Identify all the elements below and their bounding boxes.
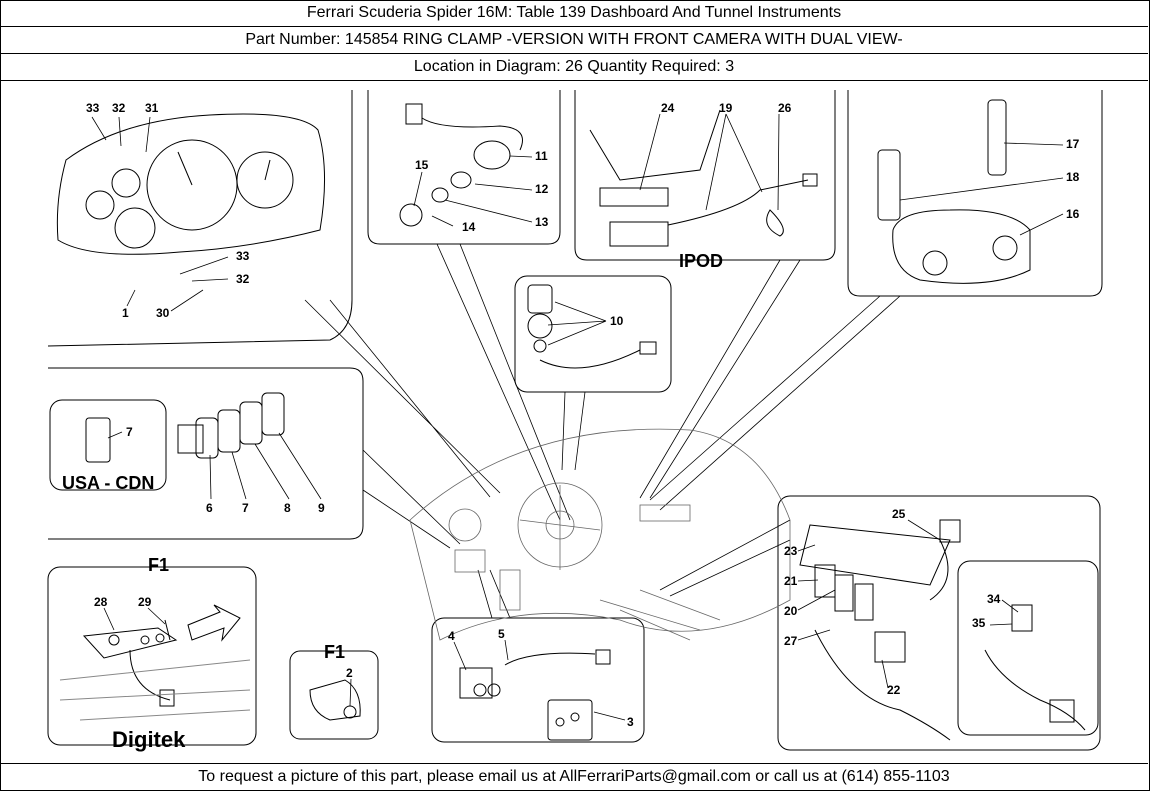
callout-27: 27 (784, 634, 798, 648)
callout-30: 30 (156, 306, 170, 320)
panel-climate (847, 90, 1103, 297)
callout-3: 3 (627, 715, 634, 729)
f1-button (309, 679, 361, 721)
label-f1-digitek: F1 (148, 555, 169, 575)
part-number-line: Part Number: 145854 RING CLAMP -VERSION … (0, 27, 1148, 54)
digitek-module (59, 604, 251, 721)
parts-diagram: 33 32 31 1 33 32 30 15 11 12 13 14 24 19… (47, 90, 1103, 752)
callout-15: 15 (415, 158, 429, 172)
dashboard-sketch (409, 428, 791, 641)
callout-12: 12 (535, 182, 549, 196)
callout-25: 25 (892, 507, 906, 521)
callout-23: 23 (784, 544, 798, 558)
diagram-title: Ferrari Scuderia Spider 16M: Table 139 D… (0, 0, 1148, 27)
tunnel-switches (799, 519, 961, 741)
panel-camera (431, 617, 645, 743)
callout-31: 31 (145, 101, 159, 115)
callout-18: 18 (1066, 170, 1080, 184)
callout-13: 13 (535, 215, 549, 229)
callout-32b: 32 (236, 272, 250, 286)
instrument-cluster (56, 113, 326, 255)
callout-29: 29 (138, 595, 152, 609)
callout-34: 34 (987, 592, 1001, 606)
callout-35: 35 (972, 616, 986, 630)
callout-9: 9 (318, 501, 325, 515)
label-f1-button: F1 (324, 642, 345, 662)
callout-20: 20 (784, 604, 798, 618)
usb-port (984, 604, 1086, 731)
callout-4: 4 (448, 629, 455, 643)
panel-lights (367, 90, 561, 245)
bulb-parts (527, 284, 657, 369)
leader-lines (304, 243, 901, 619)
panel-digitek (47, 566, 257, 746)
location-quantity-line: Location in Diagram: 26 Quantity Require… (0, 54, 1148, 81)
panel-ipod (574, 90, 836, 261)
callout-5: 5 (498, 627, 505, 641)
panel-f1-button (289, 650, 379, 740)
callout-24: 24 (661, 101, 675, 115)
panel-usa-cdn (49, 399, 167, 491)
callout-2: 2 (346, 666, 353, 680)
callout-21: 21 (784, 574, 798, 588)
callout-10: 10 (610, 314, 624, 328)
panel-tunnel (777, 495, 1101, 751)
callout-11: 11 (535, 149, 548, 163)
callout-17: 17 (1066, 137, 1080, 151)
switch-bank (85, 392, 285, 463)
panel-switches (48, 367, 364, 540)
panel-instrument-cluster (47, 90, 353, 347)
callout-32a: 32 (112, 101, 126, 115)
callout-14: 14 (462, 220, 476, 234)
callout-16: 16 (1066, 207, 1080, 221)
panel-bulb (514, 275, 672, 393)
contact-footer: To request a picture of this part, pleas… (0, 763, 1148, 790)
lamp-assembly (399, 103, 523, 227)
label-usa-cdn: USA - CDN (62, 473, 154, 493)
callout-33a: 33 (86, 101, 100, 115)
callout-22: 22 (887, 683, 901, 697)
callout-19: 19 (719, 101, 733, 115)
callout-6: 6 (206, 501, 213, 515)
label-ipod: IPOD (679, 251, 723, 271)
callout-8: 8 (284, 501, 291, 515)
callout-1: 1 (122, 306, 129, 320)
climate-control (877, 99, 1031, 284)
callout-33b: 33 (236, 249, 250, 263)
label-digitek: Digitek (112, 727, 186, 752)
panel-usb (957, 560, 1099, 736)
callout-7a: 7 (126, 425, 133, 439)
callout-28: 28 (94, 595, 108, 609)
callout-leaders (91, 113, 1064, 721)
ipod-adapter (589, 109, 818, 247)
callout-7b: 7 (242, 501, 249, 515)
callout-26: 26 (778, 101, 792, 115)
camera-switch (459, 649, 611, 741)
